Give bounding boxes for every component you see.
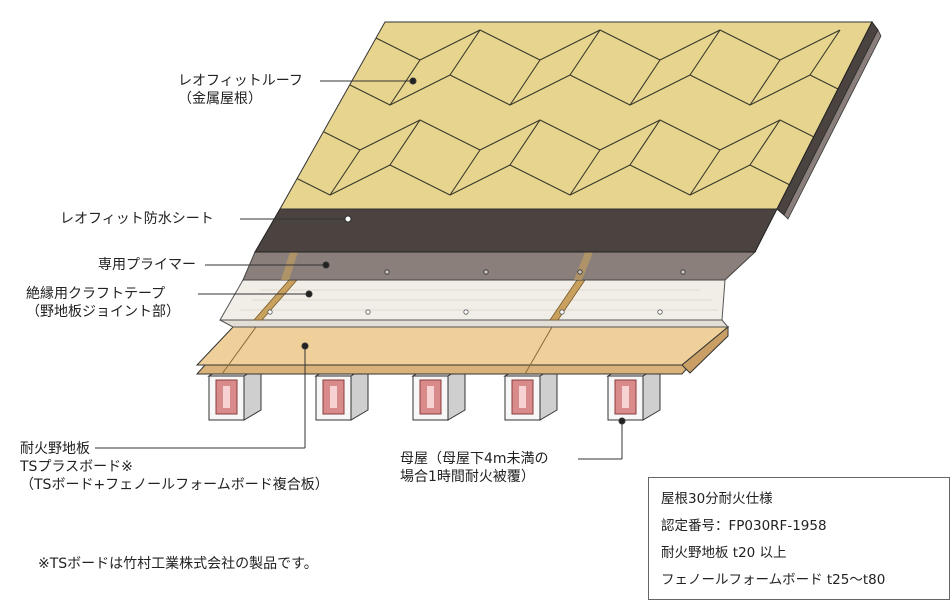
label-primer: 専用プライマー: [98, 257, 196, 273]
label-kraft-tape-line1: 絶縁用クラフトテープ: [26, 286, 166, 302]
purlin-beam: [503, 365, 559, 421]
roof-board-layer: [195, 325, 730, 375]
label-purlin-line1: 母屋（母屋下4m未満の: [400, 451, 549, 467]
label-purlin-line2: 場合1時間耐火被覆）: [400, 469, 535, 485]
spec-cert-number: 認定番号：FP030RF-1958: [661, 518, 827, 534]
purlin-beam: [606, 365, 662, 421]
leader-lines: [95, 77, 626, 460]
label-purlin: 母屋（母屋下4m未満の 場合1時間耐火被覆）: [400, 450, 549, 486]
label-kraft-tape: 絶縁用クラフトテープ （野地板ジョイント部）: [26, 285, 180, 321]
label-metal-roof-line2: （金属屋根）: [178, 91, 262, 107]
label-roof-board: 耐火野地板 TSプラスボード※ （TSボード+フェノールフォームボード複合板）: [20, 440, 329, 494]
foam-board-layer: [219, 279, 730, 328]
metal-roof-layer: [279, 21, 882, 220]
waterproof-sheet-layer: [254, 208, 778, 253]
purlin-beam: [207, 365, 263, 421]
label-roof-board-line2: TSプラスボード※: [20, 459, 133, 475]
label-kraft-tape-line2: （野地板ジョイント部）: [26, 304, 180, 320]
label-roof-board-line1: 耐火野地板: [20, 441, 90, 457]
label-metal-roof: レオフィットルーフ （金属屋根）: [178, 72, 303, 108]
label-roof-board-line3: （TSボード+フェノールフォームボード複合板）: [20, 477, 329, 493]
label-waterproof-sheet: レオフィット防水シート: [60, 211, 214, 227]
primer-layer: [242, 251, 757, 281]
spec-board-thickness: 耐火野地板 t20 以上: [661, 545, 787, 561]
label-metal-roof-line1: レオフィットルーフ: [178, 73, 303, 89]
spec-title: 屋根30分耐火仕様: [661, 491, 773, 507]
spec-foam-thickness: フェノールフォームボード t25〜t80: [661, 572, 886, 588]
spec-box: 屋根30分耐火仕様 認定番号：FP030RF-1958 耐火野地板 t20 以上…: [648, 477, 950, 600]
footnote: ※TSボードは竹村工業株式会社の製品です。: [38, 556, 318, 572]
